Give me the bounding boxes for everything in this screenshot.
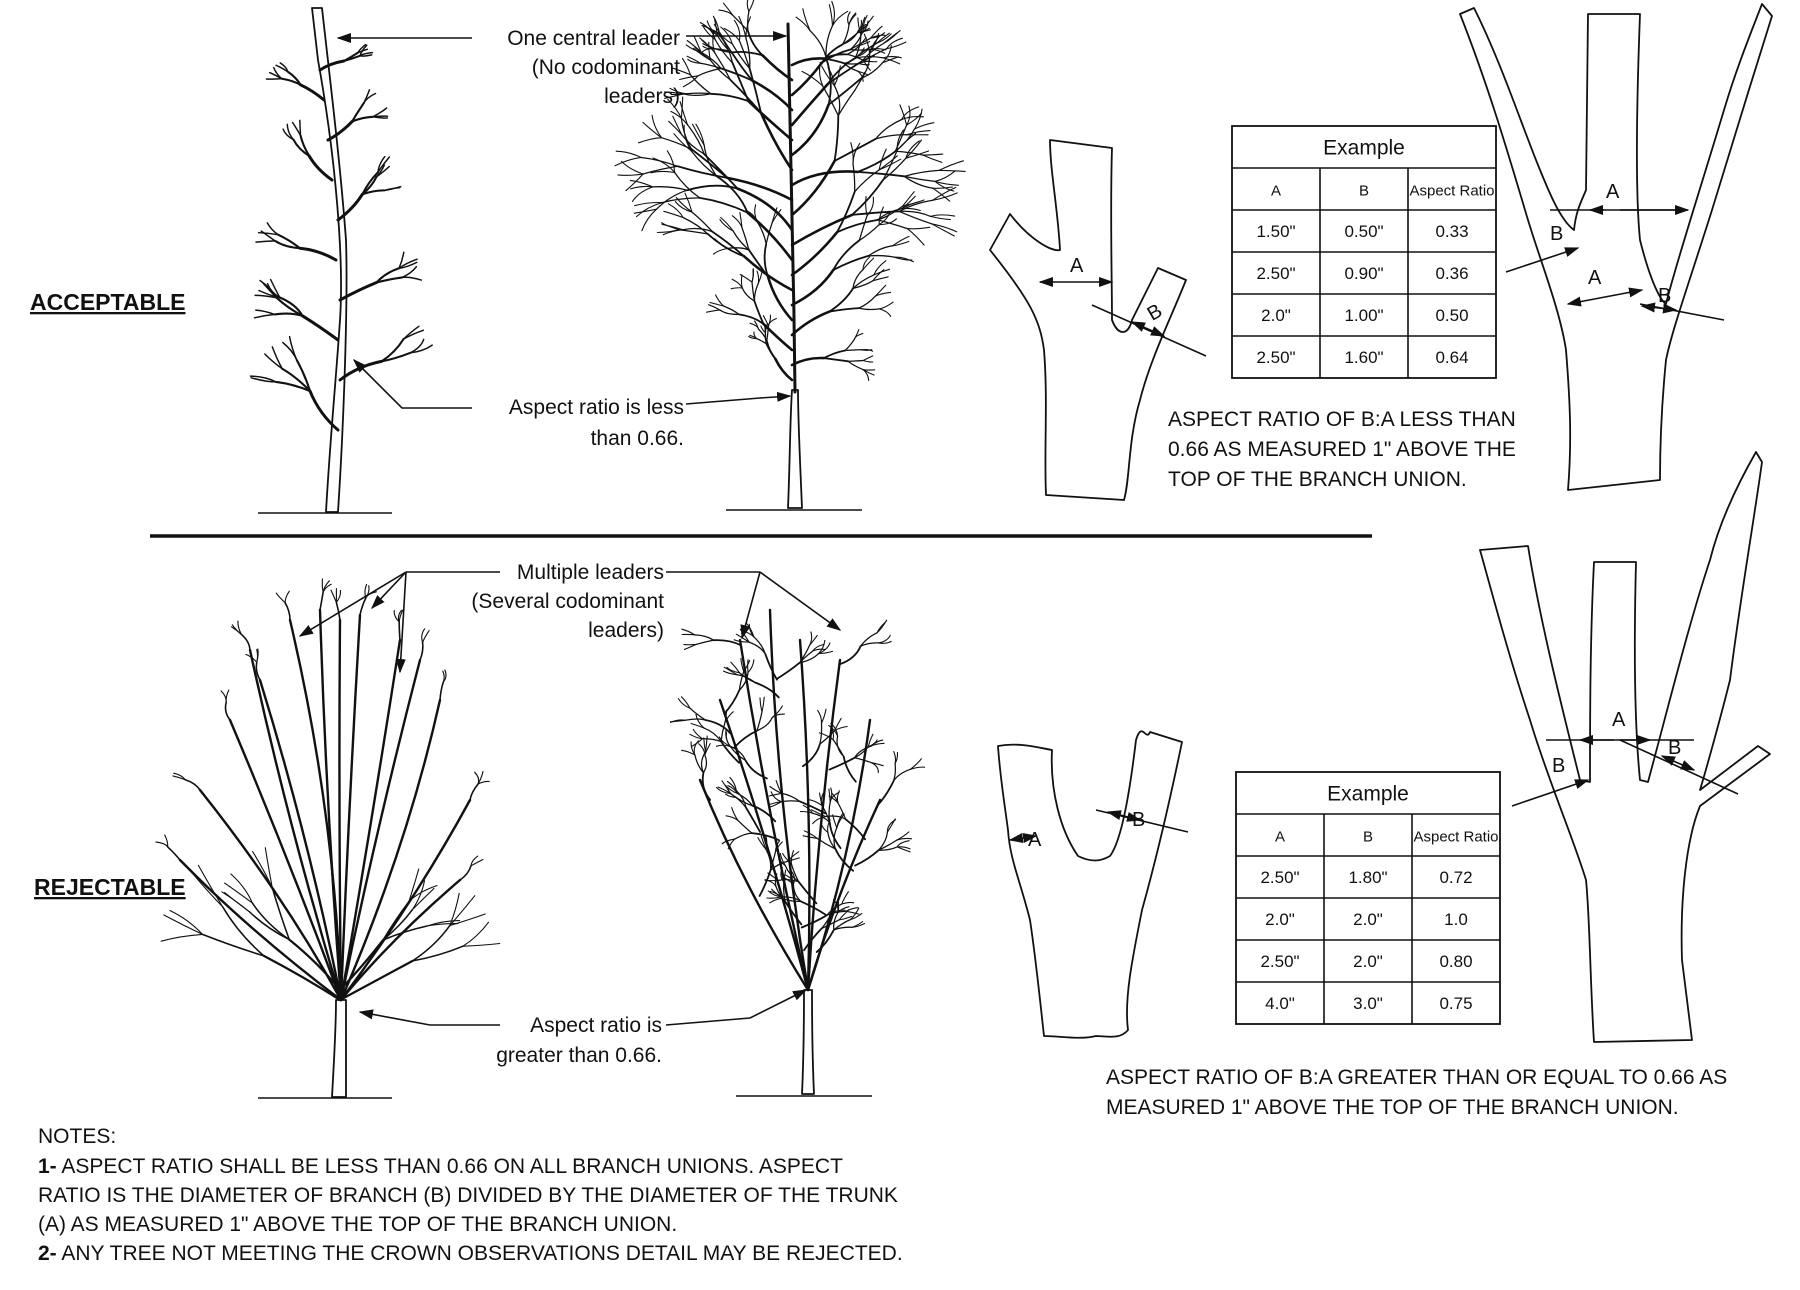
notes-heading: NOTES: [38,1125,116,1148]
table-cell: 0.50" [1344,222,1383,241]
dim-a-label-3: A [1588,267,1602,289]
aspect-less-label-2: than 0.66. [591,427,684,450]
rejectable-condition-1: ASPECT RATIO OF B:A GREATER THAN OR EQUA… [1106,1066,1727,1089]
table-cell: 0.64 [1435,348,1468,367]
table-header-cell: A [1275,828,1285,845]
multiple-leaders-label-1: Multiple leaders [517,561,664,584]
note-line-1: 1- ASPECT RATIO SHALL BE LESS THAN 0.66 … [38,1155,843,1178]
aspect-greater-arrow-bare [360,1012,500,1025]
note-line-3-text: (A) AS MEASURED 1" ABOVE THE TOP OF THE … [38,1213,677,1236]
aspect-less-arrow-leafy [686,396,790,404]
aspect-greater-label-1: Aspect ratio is [530,1014,662,1037]
note-line-2-text: RATIO IS THE DIAMETER OF BRANCH (B) DIVI… [38,1184,898,1207]
table-cell: 1.60" [1344,348,1383,367]
central-leader-label-1: One central leader [507,27,680,50]
aspect-greater-label-2: greater than 0.66. [496,1044,662,1067]
multiple-leaders-label-3: leaders) [588,619,664,642]
table-cell: 1.0 [1444,910,1468,929]
table-header-cell: B [1363,828,1373,845]
table-header-cell: Aspect Ratio [1409,182,1494,199]
aspect-less-label-1: Aspect ratio is less [509,396,684,419]
rejectable-bare-tree [156,579,500,1098]
table-cell: 2.50" [1260,952,1299,971]
table-cell: 2.0" [1265,910,1295,929]
table-cell: 1.80" [1348,868,1387,887]
table-cell: 1.00" [1344,306,1383,325]
table-cell: 3.0" [1353,994,1383,1013]
central-leader-label-3: leaders) [604,85,680,108]
table-cell: 0.33 [1435,222,1468,241]
acceptable-condition-2: 0.66 AS MEASURED 1" ABOVE THE [1168,438,1516,461]
note-line-1-text: ASPECT RATIO SHALL BE LESS THAN 0.66 ON … [57,1155,843,1178]
table-cell: 1.50" [1256,222,1295,241]
table-header-cell: B [1359,182,1369,199]
table-cell: 0.36 [1435,264,1468,283]
table-cell: 0.80 [1439,952,1472,971]
note-line-4-num: 2- [38,1242,57,1265]
rej-dim-b-label-2: B [1552,755,1565,777]
note-line-3: (A) AS MEASURED 1" ABOVE THE TOP OF THE … [38,1213,677,1236]
table-cell: 2.50" [1260,868,1299,887]
central-leader-label-2: (No codominant [532,56,680,79]
acceptable-bare-tree [251,8,433,513]
aspect-less-arrow-bare [354,360,472,408]
multi-leader-branches [156,579,500,1000]
table-header-cell: A [1271,182,1281,199]
table-cell: 0.90" [1344,264,1383,283]
acceptable-example-table: ExampleA B Aspect Ratio 1.50" 0.50" 0.33 2.50"… [1232,126,1496,378]
table-cell: 2.50" [1256,264,1295,283]
rej-dim-a-label-2: A [1612,709,1626,731]
rej-dim-b-label: B [1132,809,1145,831]
rejectable-leafy-tree [671,610,925,1096]
table-cell: 2.0" [1261,306,1291,325]
table-cell: 0.50 [1435,306,1468,325]
note-line-4: 2- ANY TREE NOT MEETING THE CROWN OBSERV… [38,1242,903,1265]
rejectable-union-sketch-1: A B [998,731,1188,1038]
aspect-greater-arrow-leafy [666,990,806,1025]
dim-a-label: A [1070,255,1084,277]
table-cell: 2.50" [1256,348,1295,367]
note-line-4-text: ANY TREE NOT MEETING THE CROWN OBSERVATI… [57,1242,903,1265]
table-cell: 2.0" [1353,910,1383,929]
dim-b-label-2: B [1550,223,1563,245]
rejectable-example-table: ExampleA B Aspect Ratio 2.50" 1.80" 0.72 2.0" 2… [1236,772,1500,1024]
table-cell: 2.0" [1353,952,1383,971]
dim-a-label-2: A [1606,181,1620,203]
table-title: Example [1327,783,1409,806]
note-line-2: RATIO IS THE DIAMETER OF BRANCH (B) DIVI… [38,1184,898,1207]
acceptable-heading: ACCEPTABLE [30,289,185,315]
rej-dim-a-label: A [1028,829,1042,851]
acceptable-condition-3: TOP OF THE BRANCH UNION. [1168,468,1467,491]
table-header-cell: Aspect Ratio [1413,828,1498,845]
rejectable-condition-2: MEASURED 1" ABOVE THE TOP OF THE BRANCH … [1106,1096,1679,1119]
multiple-leaders-label-2: (Several codominant [471,590,664,613]
notes-block: NOTES: 1- ASPECT RATIO SHALL BE LESS THA… [38,1125,903,1265]
multi-leader-leafy-branches [671,610,925,990]
note-line-1-num: 1- [38,1155,57,1178]
table-title: Example [1323,137,1405,160]
table-cell: 0.75 [1439,994,1472,1013]
table-cell: 4.0" [1265,994,1295,1013]
table-cell: 0.72 [1439,868,1472,887]
dim-b-label-3: B [1658,285,1671,307]
rejectable-heading: REJECTABLE [34,874,186,900]
rejectable-union-sketch-2: A B B [1480,452,1770,1042]
rej-dim-b-label-3: B [1668,737,1681,759]
acceptable-condition-1: ASPECT RATIO OF B:A LESS THAN [1168,408,1516,431]
